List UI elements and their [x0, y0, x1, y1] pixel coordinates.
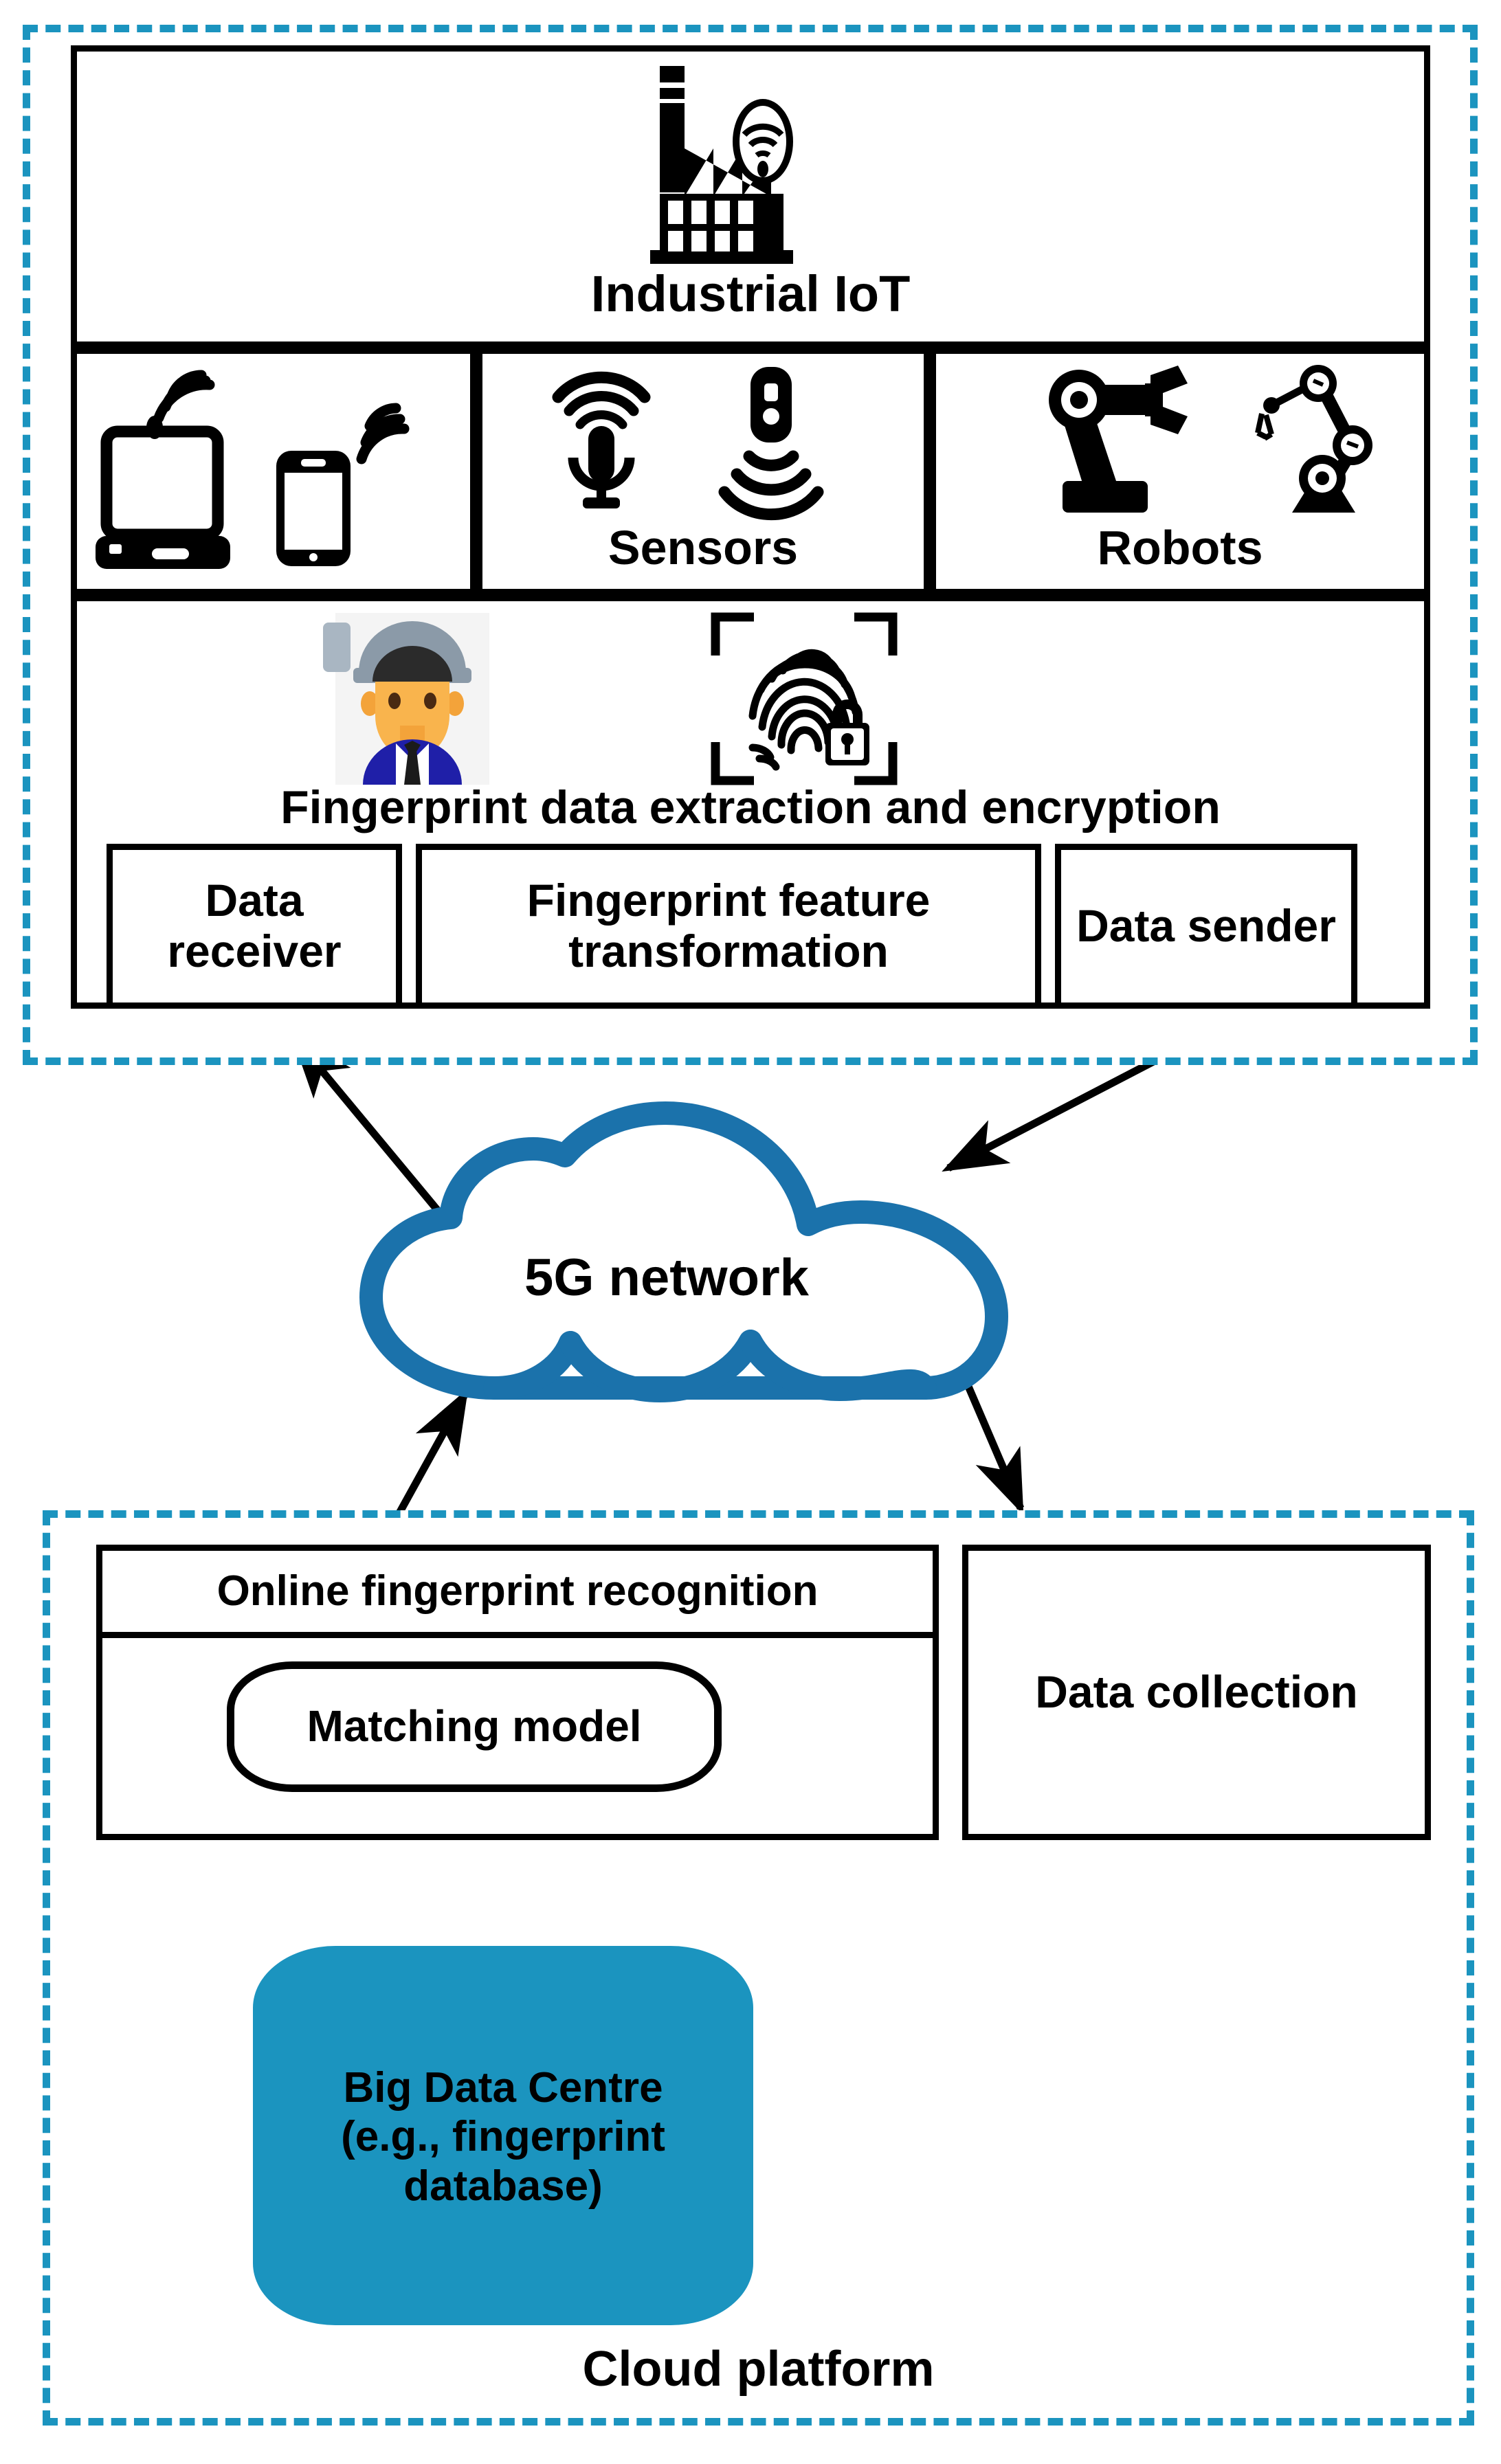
- industrial-iot-title: Industrial IoT: [590, 265, 911, 322]
- laptop-wifi-icon: [86, 364, 292, 577]
- fingerprint-extraction-label: Fingerprint data extraction and encrypti…: [280, 781, 1221, 833]
- big-data-centre-line-3: database): [403, 2162, 603, 2210]
- matching-model-label: Matching model: [307, 1701, 642, 1751]
- big-data-centre-cylinder[interactable]: [253, 1946, 753, 2325]
- fingerprint-feature-transformation-box[interactable]: [416, 844, 1041, 1009]
- wireless-sensor-icon: [702, 360, 840, 521]
- big-data-centre-line-2: (e.g., fingerprint: [341, 2113, 665, 2161]
- robots-label: Robots: [1097, 520, 1263, 574]
- factory-wifi-icon: [529, 59, 914, 265]
- microphone-sensor-icon: [522, 360, 680, 518]
- data-sender-box[interactable]: [1055, 844, 1357, 1009]
- robots-cell: [930, 348, 1430, 595]
- online-fingerprint-recognition-label: Online fingerprint recognition: [216, 1567, 819, 1615]
- network-label: 5G network: [524, 1248, 809, 1308]
- online-fingerprint-recognition-header: [96, 1545, 939, 1638]
- sensors-cell: [476, 348, 930, 595]
- smartphone-wifi-icon: [261, 377, 433, 576]
- matching-model-box[interactable]: [227, 1661, 722, 1792]
- fingerprint-lock-scan-icon: [711, 612, 898, 785]
- data-collection-box[interactable]: [962, 1545, 1431, 1840]
- robot-arm-articulated-icon: [1223, 360, 1395, 525]
- cloud-icon: [289, 1101, 1120, 1409]
- data-collection-label: Data collection: [1035, 1666, 1358, 1718]
- data-receiver-label: Data receiver: [167, 875, 342, 976]
- big-data-centre-label: Big Data Centre (e.g., fingerprint datab…: [253, 2034, 753, 2240]
- cloud-platform-label: Cloud platform: [582, 2341, 935, 2397]
- robot-arm-gripper-icon: [1031, 360, 1223, 525]
- data-sender-label: Data sender: [1076, 900, 1336, 952]
- worker-hardhat-icon: [323, 613, 502, 785]
- data-receiver-box[interactable]: [107, 844, 402, 1009]
- sensors-label: Sensors: [608, 520, 799, 574]
- fingerprint-feature-transformation-label: Fingerprint feature transformation: [526, 875, 931, 976]
- big-data-centre-line-1: Big Data Centre: [343, 2064, 663, 2112]
